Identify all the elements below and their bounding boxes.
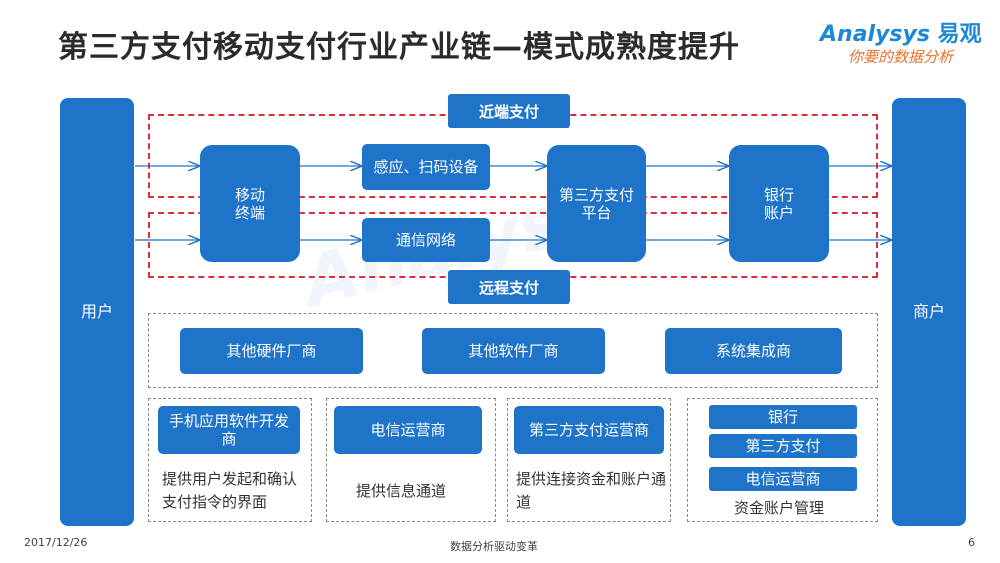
logo-en: Analysys [820,22,930,47]
account-bank-box: 银行 [709,405,857,429]
hardware-vendors-box: 其他硬件厂商 [180,328,363,374]
app-developer-desc: 提供用户发起和确认支付指令的界面 [162,470,298,511]
near-payment-label: 近端支付 [448,94,570,128]
telecom-desc: 提供信息通道 [356,482,447,500]
third-party-operator-group [507,398,671,522]
app-developer-label: 手机应用软件开发商 [168,412,289,448]
bank-account-box: 银行账户 [729,145,829,262]
software-vendors-box: 其他软件厂商 [422,328,605,374]
app-developer-group [148,398,312,522]
telecom-box: 电信运营商 [334,406,482,454]
account-third-party-box: 第三方支付 [709,434,857,458]
third-party-platform-label: 第三方支付平台 [558,185,634,222]
user-column: 用户 [60,98,134,526]
sensing-device-box: 感应、扫码设备 [362,144,490,190]
third-party-operator-box: 第三方支付运营商 [514,406,664,454]
vendors-group [148,313,878,388]
sensing-device-label: 感应、扫码设备 [373,158,479,176]
account-telecom-box: 电信运营商 [709,467,857,491]
app-developer-box: 手机应用软件开发商 [158,406,300,454]
footer-date: 2017/12/26 [24,536,88,549]
third-party-operator-desc: 提供连接资金和账户通道 [516,470,667,511]
page-number: 6 [968,536,975,549]
bank-account-label: 银行账户 [763,185,794,222]
account-management-desc: 资金账户管理 [734,499,825,517]
system-integrators-box: 系统集成商 [665,328,842,374]
brand-logo: Analysys 易观 [820,16,982,48]
third-party-operator-label: 第三方支付运营商 [528,421,649,439]
third-party-platform-box: 第三方支付平台 [547,145,646,262]
footer-slogan: 数据分析驱动变革 [450,540,538,553]
telecom-group [326,398,496,522]
logo-cn: 易观 [937,22,982,47]
comm-network-box: 通信网络 [362,218,490,262]
page-title: 第三方支付移动支付行业产业链—模式成熟度提升 [58,30,740,65]
mobile-terminal-label: 移动终端 [234,185,265,222]
account-management-group [687,398,878,522]
mobile-terminal-box: 移动终端 [200,145,300,262]
remote-payment-label: 远程支付 [448,270,570,304]
logo-slogan: 你要的数据分析 [848,48,954,66]
merchant-column: 商户 [892,98,966,526]
